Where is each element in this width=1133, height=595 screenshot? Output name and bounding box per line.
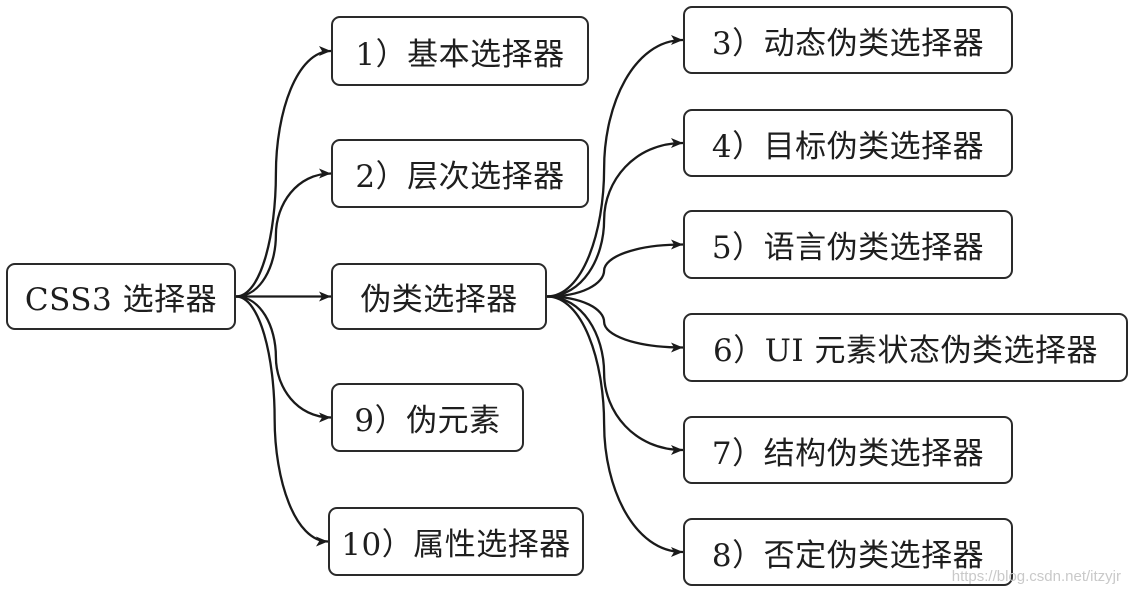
arrow-root-to-hierarchy bbox=[235, 168, 332, 298]
node-pseudo-class-selectors: 伪类选择器 bbox=[331, 263, 547, 330]
arrow-pseudo-to-negation bbox=[546, 295, 684, 557]
arrow-root-to-attribute bbox=[235, 295, 329, 547]
arrow-root-to-pseudo-element bbox=[235, 295, 332, 423]
arrow-pseudo-to-language bbox=[546, 239, 684, 298]
arrow-root-to-basic bbox=[235, 46, 332, 298]
watermark: https://blog.csdn.net/itzyjr bbox=[951, 568, 1121, 585]
arrow-pseudo-to-structural bbox=[546, 295, 684, 455]
node-ui-state-pseudo-class: 6）UI 元素状态伪类选择器 bbox=[683, 313, 1128, 382]
node-basic-selectors: 1）基本选择器 bbox=[331, 16, 589, 86]
root-node-css3-selectors: CSS3 选择器 bbox=[6, 263, 236, 330]
arrow-pseudo-to-target bbox=[546, 138, 684, 298]
node-dynamic-pseudo-class: 3）动态伪类选择器 bbox=[683, 6, 1013, 74]
arrow-pseudo-to-ui-state bbox=[546, 295, 684, 353]
node-hierarchy-selectors: 2）层次选择器 bbox=[331, 139, 589, 208]
node-negation-pseudo-class: 8）否定伪类选择器 bbox=[683, 518, 1013, 586]
node-language-pseudo-class: 5）语言伪类选择器 bbox=[683, 210, 1013, 279]
node-attribute-selectors: 10）属性选择器 bbox=[328, 507, 584, 576]
node-structural-pseudo-class: 7）结构伪类选择器 bbox=[683, 416, 1013, 484]
arrow-pseudo-to-dynamic bbox=[546, 35, 684, 298]
node-target-pseudo-class: 4）目标伪类选择器 bbox=[683, 109, 1013, 177]
node-pseudo-elements: 9）伪元素 bbox=[331, 383, 524, 452]
